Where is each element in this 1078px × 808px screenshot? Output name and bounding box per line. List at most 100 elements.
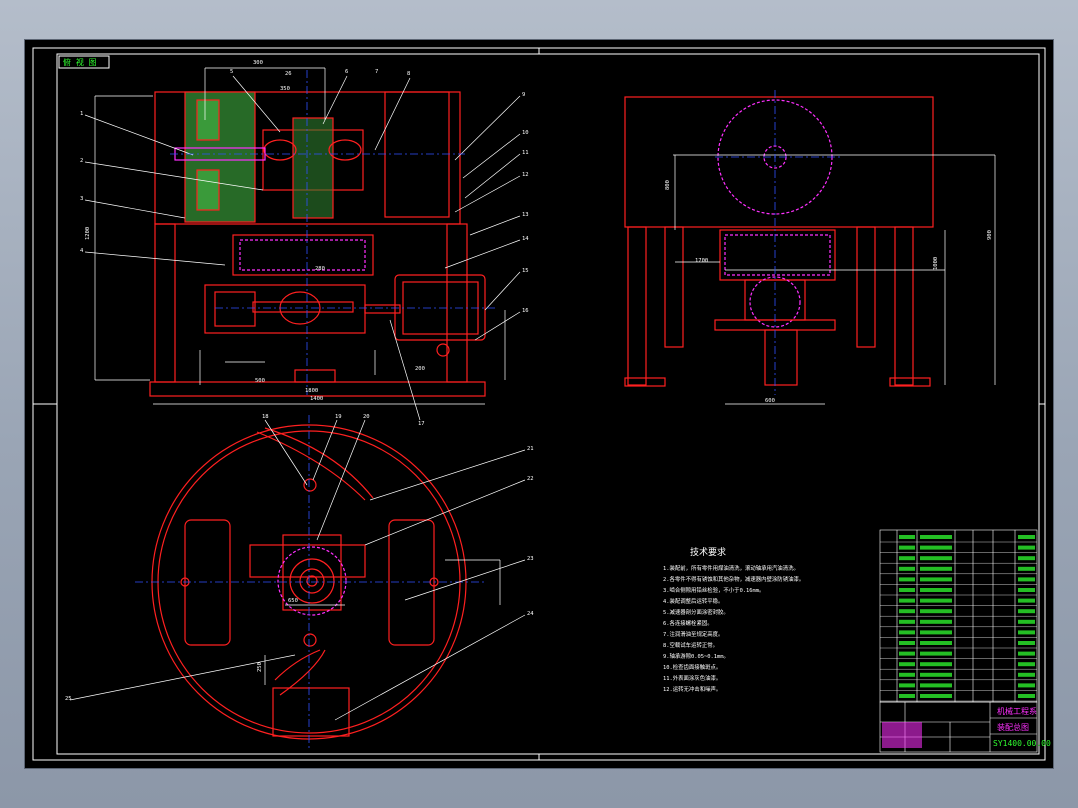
- tech-req-line: 8.空载试车运转正常。: [663, 641, 718, 649]
- parts-cell-text: [899, 641, 915, 645]
- part-balloon-number: 3: [80, 196, 83, 202]
- parts-cell-text: [1018, 598, 1035, 603]
- parts-cell-text: [920, 619, 952, 624]
- parts-cell-text: [899, 609, 915, 614]
- tech-req-line: 3.啮合侧隙用铅丝检验，不小于0.16mm。: [663, 586, 764, 594]
- cad-viewport[interactable]: 俯 视 图: [25, 40, 1053, 768]
- parts-cell-text: [1018, 694, 1035, 698]
- tech-req-line: 7.注润滑油至规定高度。: [663, 630, 723, 638]
- part-balloon-number: 13: [522, 212, 529, 218]
- dimension-value: 1000: [933, 257, 939, 270]
- part-balloon-number: 4: [80, 248, 84, 254]
- tech-req-line: 1.装配前，所有零件用煤油清洗，滚动轴承用汽油清洗。: [663, 564, 799, 572]
- part-balloon-number: 7: [375, 69, 378, 75]
- section-label-box: [58, 55, 110, 69]
- part-balloon-number: 6: [345, 69, 348, 75]
- tech-req-line: 2.各零件不得有锈蚀和其他杂物，减速器内壁涂防锈油漆。: [663, 575, 804, 583]
- parts-cell-text: [899, 630, 915, 635]
- parts-cell-text: [1018, 588, 1035, 592]
- part-balloon-number: 22: [527, 476, 534, 482]
- parts-cell-text: [920, 577, 952, 582]
- parts-cell-text: [899, 683, 915, 688]
- part-balloon-number: 14: [522, 236, 529, 242]
- parts-cell-text: [920, 683, 952, 688]
- part-balloon-number: 18: [262, 414, 269, 420]
- parts-cell-text: [920, 641, 952, 645]
- top-view-centerlines: [135, 415, 485, 750]
- part-balloon-number: 8: [407, 71, 410, 77]
- dimension-value: 200: [415, 366, 425, 372]
- parts-cell-text: [1018, 672, 1035, 677]
- parts-cell-text: [920, 545, 952, 550]
- section-label: 俯 视 图: [63, 57, 97, 67]
- parts-cell-text: [899, 577, 915, 582]
- parts-cell-text: [1018, 609, 1035, 614]
- title-school: 机械工程系: [997, 706, 1037, 716]
- dimension-value: 1200: [85, 227, 91, 240]
- parts-cell-text: [1018, 535, 1035, 539]
- parts-cell-text: [920, 609, 952, 614]
- parts-cell-text: [1018, 630, 1035, 635]
- title-drawing-number: SY1400.00.00: [993, 739, 1051, 748]
- parts-cell-text: [1018, 545, 1035, 550]
- side-view: [624, 96, 934, 387]
- part-balloon-number: 16: [522, 308, 529, 314]
- parts-cell-text: [920, 651, 952, 656]
- part-balloon-number: 5: [230, 69, 233, 75]
- parts-cell-text: [920, 566, 952, 571]
- tech-req-lines: 1.装配前，所有零件用煤油清洗，滚动轴承用汽油清洗。 2.各零件不得有锈蚀和其他杂…: [663, 564, 804, 693]
- dimension-value: 650: [288, 598, 298, 604]
- dimension-value: 600: [765, 398, 775, 404]
- dimension-values: 3003502801200140018002005006008009001000…: [85, 60, 993, 672]
- parts-cell-text: [899, 545, 915, 550]
- part-balloon-number: 9: [522, 92, 525, 98]
- part-balloon-number: 25: [65, 696, 72, 702]
- part-balloon-number: 10: [522, 130, 529, 136]
- tech-req-line: 4.装配调整后运转平稳。: [663, 597, 723, 605]
- side-view-dimensions: [673, 154, 996, 405]
- part-balloon-number: 20: [363, 414, 370, 420]
- front-view-dimensions: [84, 67, 521, 421]
- title-drawing-name: 装配总图: [997, 722, 1029, 732]
- parts-cell-text: [899, 662, 915, 667]
- parts-cell-text: [920, 694, 952, 698]
- front-view: [149, 91, 486, 397]
- dimension-value: 300: [253, 60, 263, 66]
- parts-cell-text: [1018, 577, 1035, 582]
- parts-cell-text: [920, 588, 952, 592]
- dimension-value: 500: [255, 378, 265, 384]
- tech-requirements: 技术要求 1.装配前，所有零件用煤油清洗，滚动轴承用汽油清洗。2.各零件不得有锈…: [663, 546, 804, 693]
- parts-cell-text: [899, 694, 915, 698]
- parts-cell-text: [920, 535, 952, 539]
- side-view-centerlines: [715, 90, 840, 395]
- assembly-drawing: 俯 视 图: [32, 47, 1051, 761]
- parts-cell-text: [899, 598, 915, 603]
- tech-req-line: 6.各连接螺栓紧固。: [663, 619, 713, 627]
- top-view-dimensions: [69, 419, 526, 721]
- dimension-value: 800: [665, 180, 671, 190]
- tech-req-line: 5.减速器剖分面涂密封胶。: [663, 608, 729, 616]
- parts-cell-text: [1018, 566, 1035, 571]
- part-balloon-number: 15: [522, 268, 529, 274]
- parts-cell-text: [899, 535, 915, 539]
- parts-cell-text: [1018, 651, 1035, 656]
- parts-cell-text: [1018, 662, 1035, 667]
- tech-req-line: 10.检查齿面接触斑点。: [663, 663, 721, 671]
- parts-cell-text: [1018, 556, 1035, 561]
- part-balloon-number: 19: [335, 414, 342, 420]
- parts-cell-text: [899, 588, 915, 592]
- part-balloon-number: 17: [418, 421, 425, 427]
- dimension-value: 900: [987, 230, 993, 240]
- parts-cell-text: [899, 672, 915, 677]
- part-balloon-number: 23: [527, 556, 534, 562]
- front-view-centerlines: [170, 70, 495, 395]
- tech-req-line: 12.运转无冲击和噪声。: [663, 685, 721, 693]
- dimension-value: 1800: [305, 388, 318, 394]
- parts-cell-text: [1018, 641, 1035, 645]
- parts-cell-text: [920, 598, 952, 603]
- parts-cell-text: [1018, 619, 1035, 624]
- parts-cell-text: [920, 662, 952, 667]
- tech-req-line: 11.外表面涂灰色油漆。: [663, 674, 721, 682]
- part-balloon-number: 26: [285, 71, 292, 77]
